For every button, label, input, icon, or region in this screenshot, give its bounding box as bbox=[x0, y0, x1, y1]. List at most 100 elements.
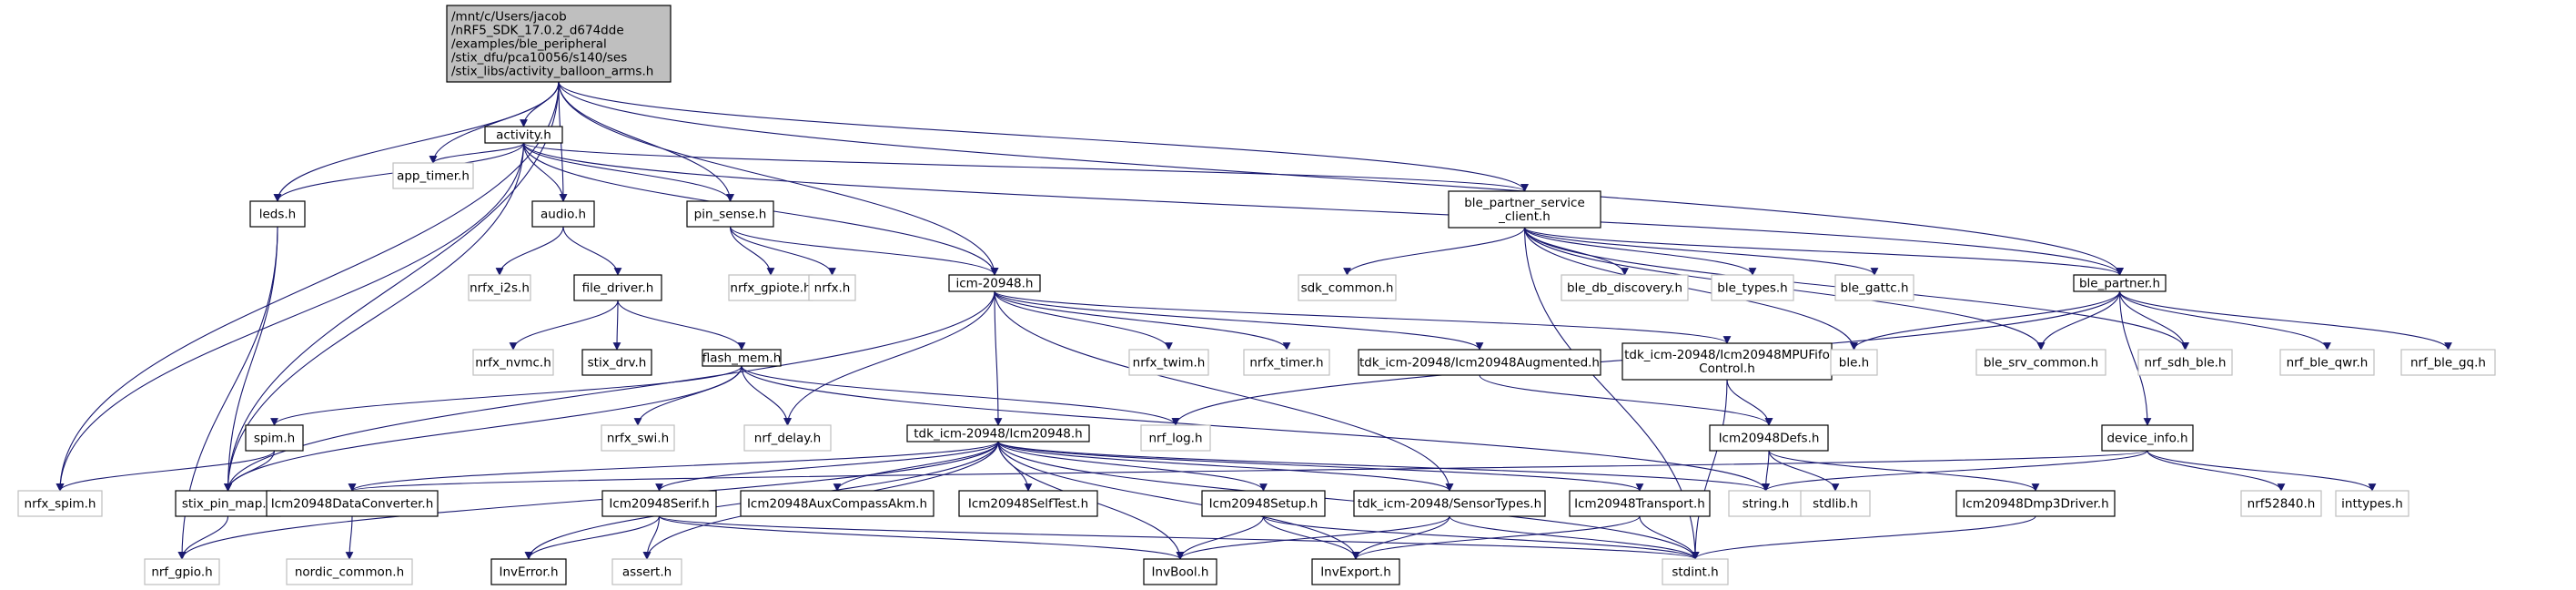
edge-icm20948-to-icm_main bbox=[994, 290, 1003, 426]
node-label: nrfx_swi.h bbox=[607, 432, 669, 446]
node-activity[interactable]: activity.h bbox=[484, 126, 563, 144]
edge-serif-to-invbool bbox=[658, 515, 1185, 560]
node-box bbox=[1448, 190, 1601, 229]
node-app-timer: app_timer.h bbox=[392, 162, 474, 189]
node-stix-drv[interactable]: stix_drv.h bbox=[581, 349, 652, 376]
node-box bbox=[601, 424, 675, 452]
node-box bbox=[581, 349, 652, 376]
node-label: sdk_common.h bbox=[1301, 281, 1394, 296]
node-leds[interactable]: leds.h bbox=[249, 200, 306, 228]
node-label: assert.h bbox=[622, 565, 672, 580]
node-box bbox=[2400, 349, 2496, 376]
node-label: Icm20948DataConverter.h bbox=[271, 497, 434, 512]
node-box bbox=[601, 490, 717, 517]
node-nrf-ble-gq: nrf_ble_gq.h bbox=[2400, 349, 2496, 376]
edge-activity-to-stix_pin_map bbox=[224, 142, 525, 492]
node-selftest[interactable]: Icm20948SelfTest.h bbox=[958, 490, 1098, 517]
node-root[interactable]: /mnt/c/Users/jacob/nRF5_SDK_17.0.2_d674d… bbox=[446, 5, 672, 83]
edge-pin_sense-to-icm20948 bbox=[729, 226, 999, 276]
edge-activity-to-audio bbox=[522, 142, 568, 202]
node-spim[interactable]: spim.h bbox=[245, 424, 304, 452]
node-nrfx-twim: nrfx_twim.h bbox=[1128, 349, 1209, 376]
node-dataconv[interactable]: Icm20948DataConverter.h bbox=[266, 490, 439, 517]
node-label: app_timer.h bbox=[397, 169, 470, 184]
edge-serif-to-inverror bbox=[524, 515, 661, 560]
edge-transport-to-invexport bbox=[1351, 515, 1641, 560]
node-invbool[interactable]: InvBool.h bbox=[1143, 558, 1217, 585]
node-inverror[interactable]: InvError.h bbox=[490, 558, 567, 585]
node-label: nrfx.h bbox=[814, 281, 851, 296]
node-nrfx-i2s: nrfx_i2s.h bbox=[468, 274, 531, 301]
node-label: activity.h bbox=[496, 128, 551, 143]
node-audio[interactable]: audio.h bbox=[531, 200, 595, 228]
edge-ble_partner_service-to-sdk_common bbox=[1343, 227, 1526, 276]
node-ble-h: ble.h bbox=[1830, 349, 1878, 376]
node-icm-main[interactable]: tdk_icm-20948/Icm20948.h bbox=[906, 424, 1090, 442]
edge-defs-to-stdlib_h bbox=[1768, 450, 1840, 492]
node-icm20948[interactable]: icm-20948.h bbox=[948, 274, 1041, 292]
node-device-info[interactable]: device_info.h bbox=[2101, 424, 2194, 452]
edge-ble_partner_service-to-ble_partner bbox=[1523, 227, 2124, 276]
edge-file_driver-to-flash_mem bbox=[617, 300, 746, 351]
node-label: Icm20948Serif.h bbox=[609, 497, 709, 512]
node-label: string.h bbox=[1743, 497, 1790, 512]
node-label: tdk_icm-20948/Icm20948.h bbox=[914, 427, 1082, 442]
node-box bbox=[249, 200, 306, 228]
edge-flash_mem-to-nrf_delay bbox=[741, 365, 792, 426]
node-flash-mem[interactable]: flash_mem.h bbox=[702, 349, 782, 367]
node-dmp3[interactable]: Icm20948Dmp3Driver.h bbox=[1955, 490, 2116, 517]
node-ble-partner-service[interactable]: ble_partner_service_client.h bbox=[1448, 190, 1601, 229]
edge-activity-to-ble_partner bbox=[522, 142, 2124, 276]
edge-icm_main-to-string_h bbox=[997, 441, 1770, 492]
node-box bbox=[531, 200, 595, 228]
node-box bbox=[446, 5, 672, 83]
edge-flash_mem-to-stix_pin_map bbox=[224, 365, 742, 492]
edge-icm20948-to-sensortypes bbox=[994, 290, 1454, 492]
node-pin-sense[interactable]: pin_sense.h bbox=[686, 200, 774, 228]
node-label: audio.h bbox=[540, 208, 586, 222]
node-stix-pin-map[interactable]: stix_pin_map.h bbox=[175, 490, 281, 517]
node-transport[interactable]: Icm20948Transport.h bbox=[1569, 490, 1711, 517]
edge-setup-to-stdint bbox=[1262, 515, 1700, 560]
node-ble-partner[interactable]: ble_partner.h bbox=[2073, 274, 2167, 292]
node-serif[interactable]: Icm20948Serif.h bbox=[601, 490, 717, 517]
node-label: spim.h bbox=[254, 432, 295, 446]
node-nordic-common: nordic_common.h bbox=[286, 558, 413, 585]
node-sensortypes[interactable]: tdk_icm-20948/SensorTypes.h bbox=[1353, 490, 1546, 517]
edge-pin_sense-to-nrfx bbox=[729, 226, 836, 276]
node-nrf-delay: nrf_delay.h bbox=[743, 424, 832, 452]
node-box bbox=[1298, 274, 1397, 301]
node-file-driver[interactable]: file_driver.h bbox=[573, 274, 662, 301]
node-box bbox=[743, 424, 832, 452]
node-box bbox=[573, 274, 662, 301]
node-box bbox=[1709, 424, 1829, 452]
edge-stix_pin_map-to-nrf_gpio bbox=[177, 515, 229, 560]
node-label: Icm20948Defs.h bbox=[1719, 432, 1820, 446]
edge-sensortypes-to-invexport bbox=[1351, 515, 1450, 560]
edge-layer bbox=[56, 81, 2452, 560]
edge-icm20948-to-augmented bbox=[994, 290, 1484, 351]
node-defs[interactable]: Icm20948Defs.h bbox=[1709, 424, 1829, 452]
node-box bbox=[686, 200, 774, 228]
edge-serif-to-assert_h bbox=[642, 515, 661, 560]
node-augmented[interactable]: tdk_icm-20948/Icm20948Augmented.h bbox=[1358, 349, 1601, 376]
node-box bbox=[1243, 349, 1330, 376]
node-label: nrf52840.h bbox=[2248, 497, 2316, 512]
node-label: nordic_common.h bbox=[295, 565, 404, 580]
node-box bbox=[484, 126, 563, 144]
edge-icm_main-to-dataconv bbox=[348, 441, 999, 492]
edge-serif-to-stdint bbox=[658, 515, 1699, 560]
node-label: /examples/ble_peripheral bbox=[451, 37, 607, 52]
node-box bbox=[2073, 274, 2167, 292]
node-nrf-log: nrf_log.h bbox=[1140, 424, 1211, 452]
edge-ble_partner_service-to-ble_gattc bbox=[1523, 227, 1879, 276]
node-label: flash_mem.h bbox=[702, 351, 782, 366]
node-box bbox=[1800, 490, 1871, 517]
node-box bbox=[468, 274, 531, 301]
node-box bbox=[245, 424, 304, 452]
node-setup[interactable]: Icm20948Setup.h bbox=[1201, 490, 1326, 517]
node-box bbox=[1143, 558, 1217, 585]
node-auxcompass[interactable]: Icm20948AuxCompassAkm.h bbox=[740, 490, 934, 517]
node-invexport[interactable]: InvExport.h bbox=[1311, 558, 1400, 585]
